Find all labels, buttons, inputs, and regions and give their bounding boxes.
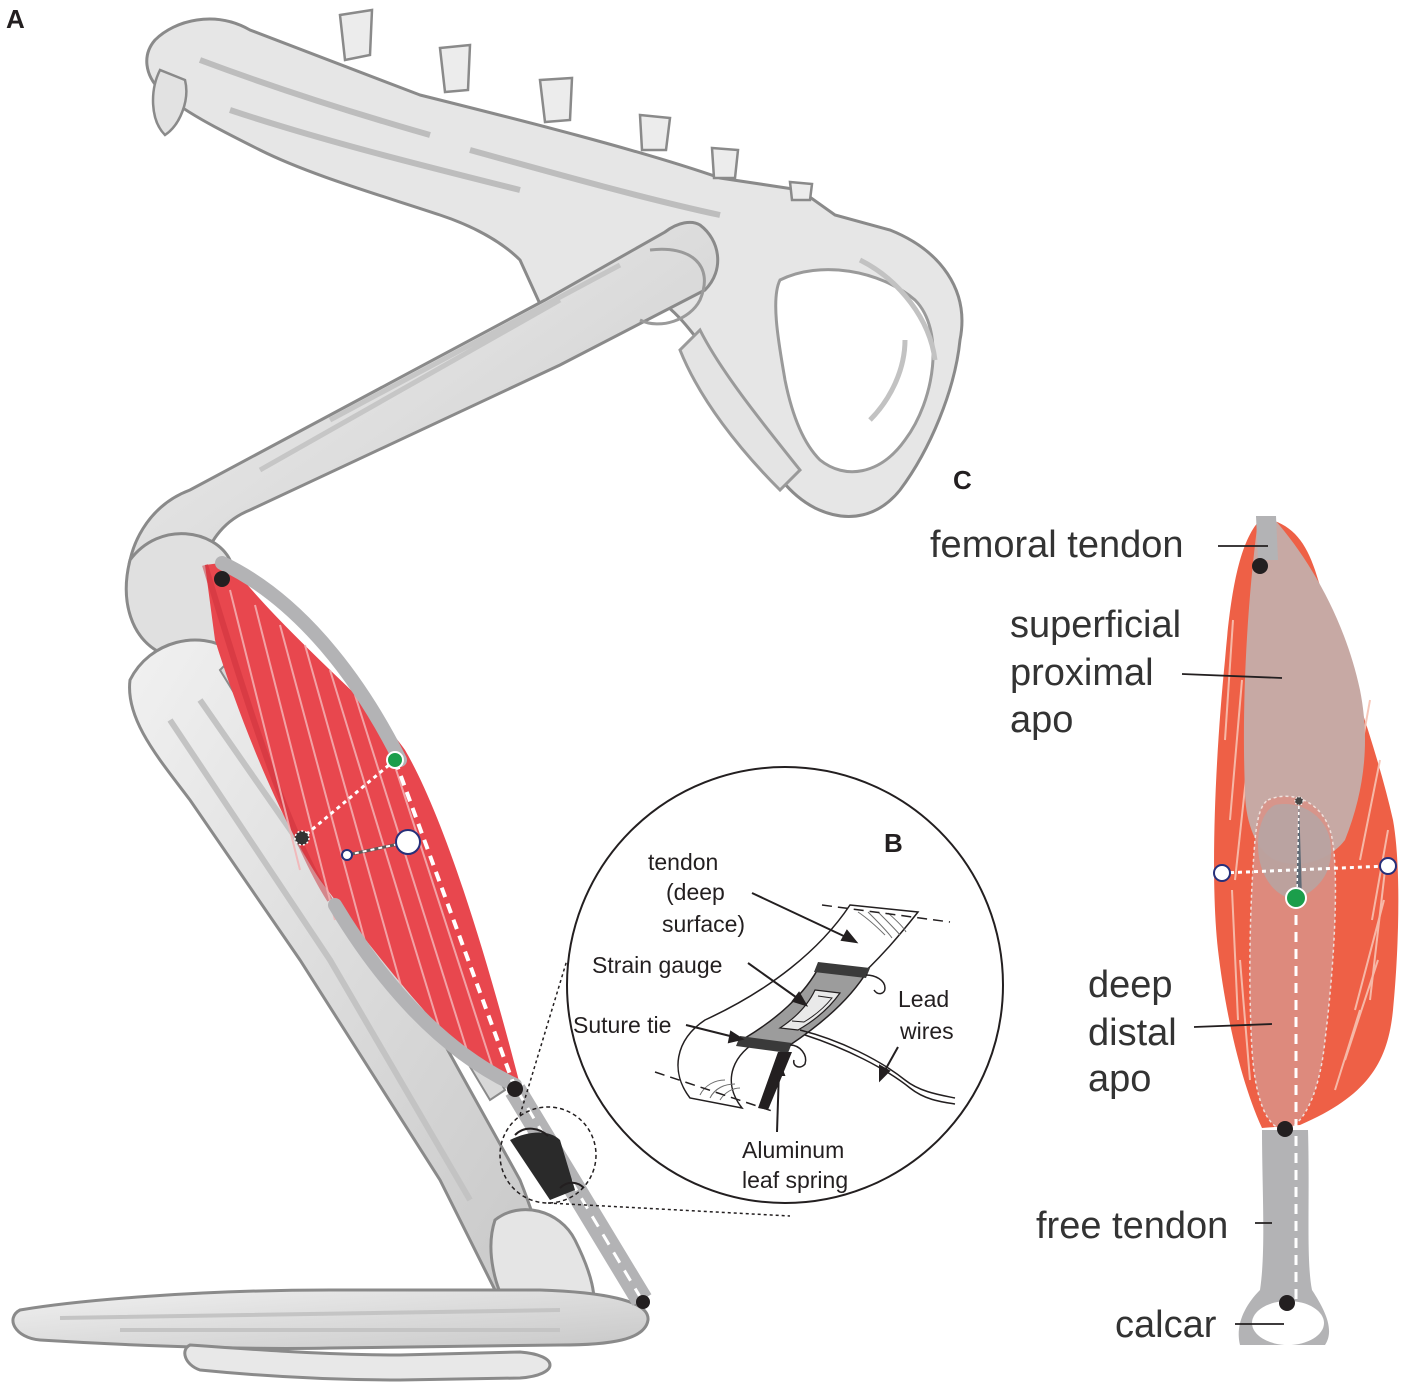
marker-dashed-a xyxy=(294,830,310,846)
muscle-a xyxy=(202,562,520,1090)
marker-proximal-a xyxy=(214,571,230,587)
label-superficial-l1: superficial xyxy=(1010,604,1181,646)
marker-green-a xyxy=(386,751,404,769)
femoral-tendon-strip xyxy=(1256,516,1278,560)
tendons-a xyxy=(215,556,652,1306)
label-lead-l1: Lead xyxy=(898,986,949,1012)
marker-ring-left-c xyxy=(1213,864,1231,882)
skeleton-drawing xyxy=(11,8,964,1382)
marker-distal-c xyxy=(1277,1121,1293,1137)
zoom-line-bottom xyxy=(547,1202,791,1217)
marker-green-c xyxy=(1285,887,1307,909)
marker-femoral-c xyxy=(1252,558,1268,574)
label-suture-tie: Suture tie xyxy=(573,1012,671,1038)
label-deep-l3: apo xyxy=(1088,1058,1151,1100)
label-femoral-tendon: femoral tendon xyxy=(930,524,1184,566)
zoom-line-top xyxy=(519,959,568,1116)
panel-b-labels: tendon (deep surface) Strain gauge Sutur… xyxy=(573,849,954,1193)
label-tendon-l1: tendon xyxy=(648,849,718,875)
panel-c-labels: femoral tendon superficial proximal apo … xyxy=(930,524,1284,1346)
label-tendon-l3: surface) xyxy=(662,911,745,937)
label-lead-l2: wires xyxy=(899,1018,954,1044)
panel-c: C xyxy=(930,465,1399,1346)
calcar-shape xyxy=(1252,1301,1324,1345)
marker-calcaneus-a xyxy=(636,1295,650,1309)
marker-ring-right-c xyxy=(1379,857,1397,875)
marker-small-top-c xyxy=(1294,796,1304,806)
label-calcar: calcar xyxy=(1115,1304,1217,1346)
tendon-gauge-site xyxy=(499,1106,597,1204)
label-deep-l1: deep xyxy=(1088,964,1173,1006)
panel-c-leaders xyxy=(1181,545,1284,1325)
foot-bones xyxy=(11,1288,650,1382)
free-tendon-c xyxy=(1238,1130,1330,1345)
label-deep-l2: distal xyxy=(1088,1012,1177,1054)
pelvis-bone xyxy=(145,8,964,518)
measurement-lines-c xyxy=(1221,799,1389,1330)
marker-small-ring-a xyxy=(341,849,353,861)
panel-b-letter: B xyxy=(884,828,903,858)
panel-c-letter: C xyxy=(953,465,972,495)
panel-b-leaders xyxy=(685,892,899,1133)
label-free-tendon: free tendon xyxy=(1036,1205,1228,1247)
panel-b: B xyxy=(519,766,1004,1217)
superficial-proximal-apo xyxy=(1243,520,1365,864)
lead-wires xyxy=(789,974,956,1105)
marker-distal-a xyxy=(507,1081,523,1097)
label-tendon-l2: (deep xyxy=(666,879,725,905)
label-aluminum-l1: Aluminum xyxy=(742,1137,844,1163)
marker-calcar-c xyxy=(1279,1295,1295,1311)
label-superficial-l2: proximal xyxy=(1010,652,1154,694)
label-superficial-l3: apo xyxy=(1010,699,1073,741)
panel-a-letter: A xyxy=(6,4,25,34)
label-aluminum-l2: leaf spring xyxy=(742,1167,848,1193)
panel-a: A xyxy=(6,4,964,1382)
marker-large-ring-a xyxy=(395,829,421,855)
label-strain-gauge: Strain gauge xyxy=(592,952,722,978)
